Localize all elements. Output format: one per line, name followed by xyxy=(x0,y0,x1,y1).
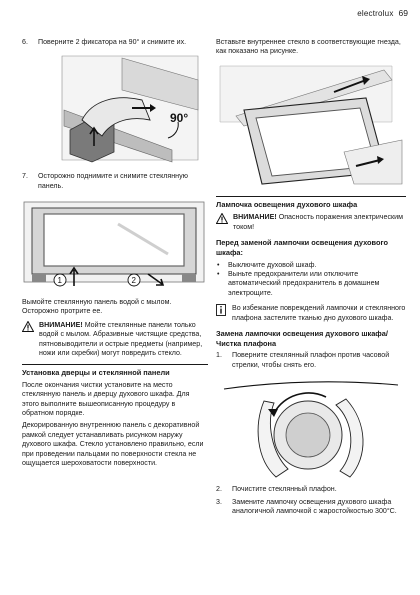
fig2-mark-1 xyxy=(53,273,67,287)
page-number: 69 xyxy=(398,8,408,18)
fig3-arrow xyxy=(333,78,367,93)
warning-electric: ВНИМАНИЕ! Опасность поражения электричес… xyxy=(216,213,406,232)
figure-lift-glass: 1 2 xyxy=(22,194,208,293)
bullet-text: Выньте предохранители или отключите авто… xyxy=(228,270,380,297)
warning-text: Опасность поражения электрическим током! xyxy=(233,213,403,231)
step-6: 6. Поверните 2 фиксатора на 90° и снимит… xyxy=(22,38,208,47)
install-text: После окончания чистки установите на мес… xyxy=(22,381,190,418)
warning-glass: ВНИМАНИЕ! Мойте стеклянные панели только… xyxy=(22,320,208,358)
fig2-glass-inner xyxy=(43,213,185,267)
page-header: electrolux 69 xyxy=(357,8,408,20)
before-heading: Перед заменой лампочки освещения духовог… xyxy=(216,238,388,257)
fig2-mark-2 xyxy=(127,273,141,287)
step-number: 7. xyxy=(22,172,28,181)
fig1-arrow-head xyxy=(150,104,156,113)
fig1-angle-label: 90° xyxy=(170,111,188,125)
figure-remove-fixators: 90° xyxy=(22,50,208,169)
install-heading: Установка дверцы и стеклянной панели xyxy=(22,364,208,378)
fig4-lamp-cover-inner xyxy=(285,412,331,458)
warning-icon xyxy=(216,213,228,225)
brand-name: electrolux xyxy=(357,9,394,18)
step-text: Осторожно поднимите и снимите стеклянную… xyxy=(38,172,188,190)
replace-heading: Замена лампочки освещения духового шкафа… xyxy=(216,328,388,348)
fig2-mark-1-label: 1 xyxy=(58,276,63,285)
info-text: Во избежание повреждений лампочки и стек… xyxy=(232,304,406,322)
step-7: 7. Осторожно поднимите и снимите стеклян… xyxy=(22,172,208,191)
fig2-mark-2-label: 2 xyxy=(132,276,137,285)
fig2-clip-left xyxy=(32,274,46,283)
bullet-item: • Выключите духовой шкаф. xyxy=(217,261,406,270)
bullet-text: Выключите духовой шкаф. xyxy=(228,260,317,269)
fig2-clip-right xyxy=(182,274,196,283)
figure-lamp-cover xyxy=(216,373,406,482)
warning-icon xyxy=(22,320,34,332)
left-column: 6. Поверните 2 фиксатора на 90° и снимит… xyxy=(22,38,208,471)
decor-text: Декорированную внутреннюю панель с декор… xyxy=(22,421,204,467)
lamp-step-2: 2. Почистите стеклянный плафон. xyxy=(216,485,406,494)
fig2-reflection xyxy=(117,222,169,256)
fig3-arrow-2 xyxy=(355,158,381,167)
step-text: Поверните стеклянный плафон против часов… xyxy=(232,351,390,369)
figure-insert-glass xyxy=(216,59,406,188)
fig3-arrow-2-head xyxy=(377,155,384,164)
fig2-arrow-up xyxy=(69,266,79,287)
fig4-hand-left xyxy=(257,400,289,478)
info-icon xyxy=(216,304,226,317)
step-text: Почистите стеклянный плафон. xyxy=(232,485,337,494)
fig4-rotate-arrow-head xyxy=(268,409,278,418)
step-text: Замените лампочку освещения духового шка… xyxy=(232,497,397,515)
fig1-angle-arc xyxy=(167,122,179,139)
fig4-hand-right xyxy=(335,398,364,478)
lamp-heading: Лампочка освещения духового шкафа xyxy=(216,195,406,210)
fig2-arrow-out xyxy=(147,273,165,286)
step-number: 6. xyxy=(22,38,28,46)
wash-text: Вымойте стеклянную панель водой с мылом.… xyxy=(22,298,172,316)
warning-label: ВНИМАНИЕ! xyxy=(233,213,277,222)
lamp-step-3: 3. Замените лампочку освещения духового … xyxy=(216,498,406,517)
fig3-arrow-head xyxy=(362,75,370,85)
fig4-cavity-edge xyxy=(223,381,399,390)
step-text: Поверните 2 фиксатора на 90° и снимите и… xyxy=(38,38,187,46)
insert-glass-text: Вставьте внутреннее стекло в соответству… xyxy=(216,38,401,56)
step-number: 2. xyxy=(216,485,222,494)
right-column: Вставьте внутреннее стекло в соответству… xyxy=(216,38,406,519)
step-number: 3. xyxy=(216,497,222,506)
fig1-door-edge xyxy=(121,57,199,111)
warning-label: ВНИМАНИЕ! xyxy=(39,320,83,329)
warning-text: Мойте стеклянные панели только водой с м… xyxy=(39,320,203,357)
step-number: 1. xyxy=(216,351,222,360)
bullet-dot: • xyxy=(217,270,220,279)
info-note: Во избежание повреждений лампочки и стек… xyxy=(216,304,406,323)
bullet-dot: • xyxy=(217,260,220,269)
bullet-item: • Выньте предохранители или отключите ав… xyxy=(217,270,406,298)
lamp-step-1: 1. Поверните стеклянный плафон против ча… xyxy=(216,351,406,370)
fig4-rotate-arrow xyxy=(273,392,327,414)
fig1-arrow-up xyxy=(89,126,99,147)
